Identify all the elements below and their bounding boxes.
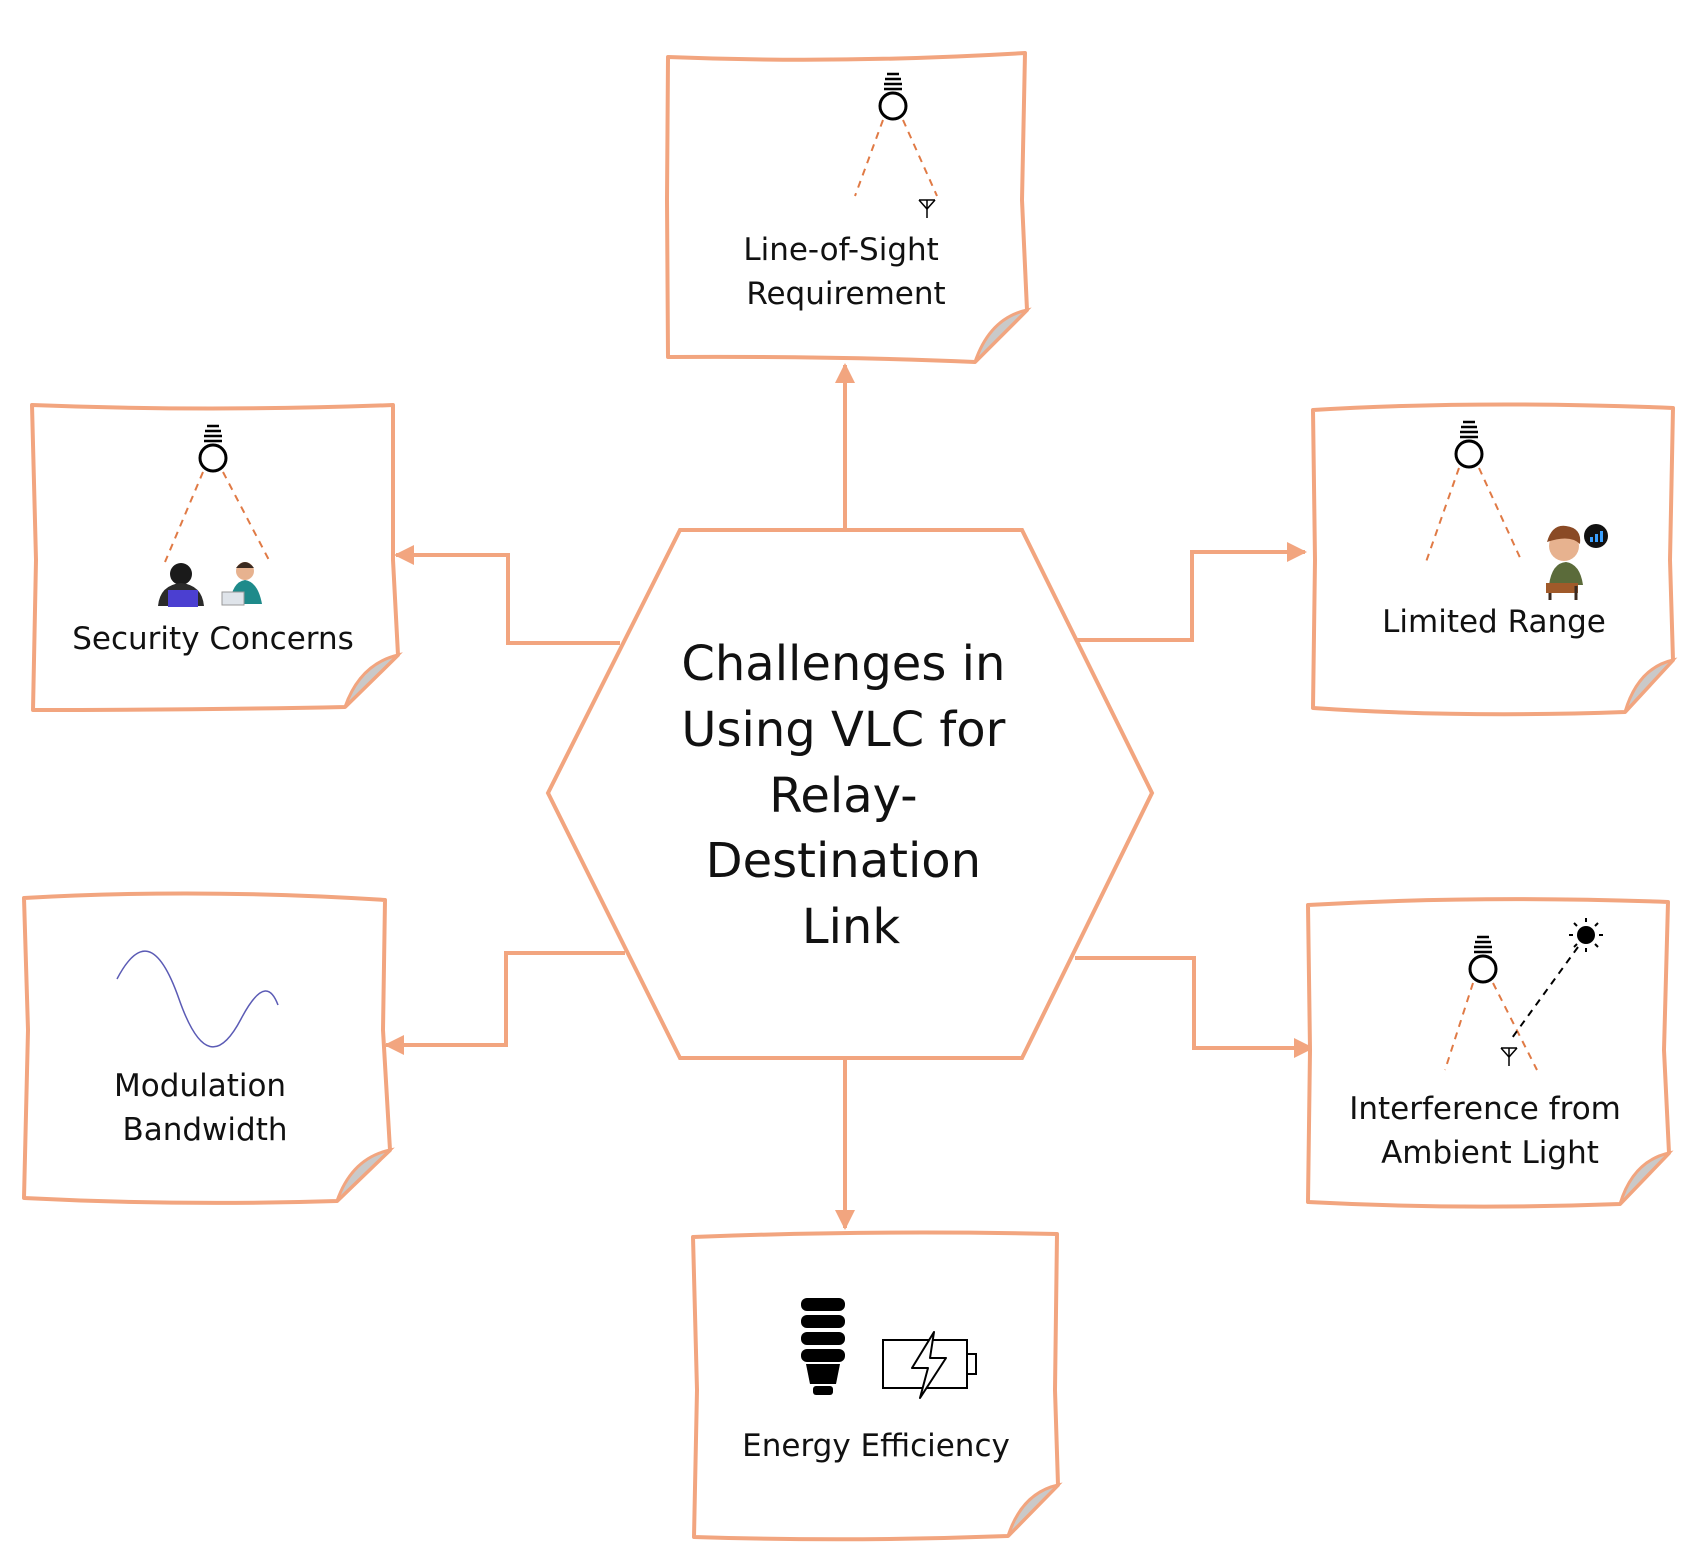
connector-interference: [1075, 956, 1314, 1058]
hub-hexagon: [545, 528, 1155, 1060]
cfl-bulb-icon: [801, 1298, 845, 1395]
connector-range: [1075, 542, 1307, 642]
ambient-light-ray: [1511, 946, 1579, 1039]
battery-charging-icon: [882, 1331, 977, 1399]
los-line-1: Line-of-Sight: [743, 232, 939, 268]
hacker-icon: [158, 563, 204, 607]
sad-person-icon: [1546, 525, 1583, 600]
energy-label: Energy Efficiency: [742, 1428, 1010, 1464]
security-label: Security Concerns: [72, 621, 354, 657]
note-line-of-sight: Line-of-Sight Requirement: [665, 51, 1032, 364]
interference-line-1: Interference from: [1349, 1091, 1621, 1127]
hub-line-1: Challenges in: [681, 636, 1005, 692]
no-signal-icon: [1584, 524, 1608, 548]
range-label: Limited Range: [1382, 604, 1606, 640]
sine-wave-icon: [116, 950, 279, 1048]
note-energy-efficiency: Energy Efficiency: [691, 1230, 1063, 1542]
connector-modulation: [384, 951, 625, 1055]
note-limited-range: Limited Range: [1311, 402, 1678, 717]
hub-line-3: Relay-: [769, 768, 917, 824]
note-interference: Interference from Ambient Light: [1306, 897, 1674, 1209]
hub-line-4: Destination: [706, 833, 981, 889]
interference-line-2: Ambient Light: [1381, 1135, 1599, 1171]
modulation-line-1: Modulation: [114, 1068, 286, 1104]
user-laptop-icon: [221, 562, 262, 606]
los-line-2: Requirement: [746, 276, 945, 312]
modulation-line-2: Bandwidth: [122, 1112, 287, 1148]
hub: Challenges in Using VLC for Relay- Desti…: [545, 528, 1155, 1060]
note-security-concerns: Security Concerns: [30, 403, 403, 712]
svg-text:Interference from Ambien: Interference from Ambient Light: [1349, 1091, 1631, 1171]
connector-security: [394, 545, 620, 645]
hub-title: Challenges in Using VLC for Relay- Desti…: [681, 636, 1020, 955]
svg-text:Line-of-Sight Requiremen: Line-of-Sight Requirement: [743, 232, 948, 312]
note-modulation-bandwidth: Modulation Bandwidth: [22, 891, 395, 1205]
connectors: [384, 363, 1314, 1230]
hub-line-5: Link: [802, 899, 901, 955]
hub-line-2: Using VLC for: [681, 702, 1005, 758]
svg-text:Modulation Bandwidth: Modulation Bandwidth: [114, 1068, 296, 1148]
sun-icon: [1569, 918, 1603, 952]
